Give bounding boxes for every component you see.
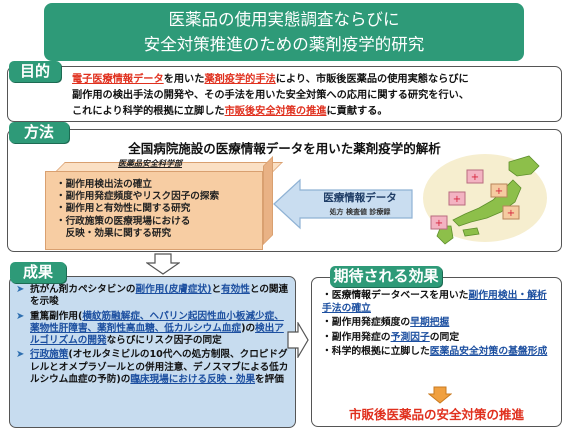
purpose-line-3: これにより科学的根拠に立脚した市販後安全対策の推進に貢献する。 <box>72 104 553 120</box>
effect-highlight: 予測因子 <box>390 331 430 343</box>
hospital-icon: + <box>430 215 448 230</box>
effect-conclusion: 市販後医薬品の安全対策の推進 <box>348 407 524 422</box>
purpose-line-2: 副作用の検出手法の開発や、その手法を用いた安全対策への応用に関する研究を行い、 <box>72 90 470 101</box>
title-line-2: 安全対策推進のための薬剤疫学的研究 <box>143 35 425 54</box>
purpose-text-d: に貢献する。 <box>326 106 388 117</box>
effect-text: ・副作用発症頻度の <box>322 317 411 328</box>
results-tag: 成果 <box>10 262 66 283</box>
effects-box: ・医療情報データベースを用いた副作用検出・解析手法の確立 ・副作用発症頻度の早期… <box>311 277 562 427</box>
result-text: (オセルタミビルの10代への処方制限、クロピドグレルとオメプラゾールとの併用注意… <box>30 349 289 386</box>
purpose-postmarketing: 市販後安全対策の推進 <box>224 106 327 117</box>
department-label: 医薬品安全科学部 <box>118 159 182 168</box>
result-item: ➤ 重篤副作用(横紋筋融解症、ヘパリン起因性血小板減少症、薬物性肝障害、薬剤性高… <box>16 311 289 348</box>
purpose-text-c: これにより科学的根拠に立脚した <box>72 106 225 117</box>
hospital-icon: + <box>448 191 466 206</box>
purpose-text-a: を用いた <box>163 74 205 85</box>
result-text: と <box>211 284 222 295</box>
result-highlight: 行政施策 <box>30 349 69 361</box>
down-arrow-icon <box>146 253 180 275</box>
medical-data-title: 医療情報データ <box>323 192 397 204</box>
svg-text:+: + <box>453 194 461 205</box>
method-tag: 方法 <box>9 122 69 143</box>
department-task-list: ・副作用検出法の確立 ・副作用発症頻度やリスク因子の探索 ・副作用と有効性に関す… <box>56 179 219 240</box>
arrow-bullet-icon: ➤ <box>16 310 25 322</box>
task-item: ・副作用と有効性に関する研究 <box>56 203 191 215</box>
purpose-pharmacoepi: 薬剤疫学的手法 <box>204 74 276 85</box>
arrow-bullet-icon: ➤ <box>16 284 25 295</box>
task-item: ・副作用検出法の確立 <box>56 179 152 190</box>
result-text: )の <box>241 322 256 334</box>
medical-data-label: 医療情報データ 処方 検査値 診療録 <box>310 190 410 217</box>
hospital-icon: + <box>502 205 520 220</box>
svg-text:+: + <box>507 208 515 219</box>
task-item: 反映・効果に関する研究 <box>56 227 172 239</box>
effect-text: ・副作用発症の <box>322 331 391 343</box>
svg-text:+: + <box>435 218 443 229</box>
effects-tag: 期待される効果 <box>330 266 442 287</box>
result-highlight: 検出アルゴリズムの開発 <box>30 322 284 347</box>
purpose-tag: 目的 <box>9 61 61 82</box>
result-text: を評価 <box>255 374 284 386</box>
title-line-1: 医薬品の使用実態調査ならびに <box>168 10 400 29</box>
data-flow-arrow <box>273 178 413 230</box>
effect-text: の同定 <box>429 331 460 343</box>
effect-highlight: 早期把握 <box>410 317 450 328</box>
right-arrow-icon <box>287 322 309 358</box>
effect-item: ・副作用発症の予測因子の同定 <box>322 332 555 345</box>
japan-map-graphic: + + + + + <box>423 154 547 245</box>
department-cube <box>45 171 263 250</box>
effect-item: ・科学的根拠に立脚した医薬品安全対策の基盤形成 <box>322 346 555 359</box>
purpose-box: 電子医療情報データを用いた薬剤疫学的手法により、市販後医薬品の使用実態ならびに … <box>7 66 562 122</box>
effect-item: ・医療情報データベースを用いた副作用検出・解析手法の確立 <box>322 290 555 315</box>
arrow-bullet-icon: ➤ <box>16 349 25 361</box>
result-highlight: 副作用(皮膚症状) <box>135 284 212 295</box>
method-heading: 全国病院施設の医療情報データを用いた薬剤疫学的解析 <box>128 141 441 156</box>
results-box: ➤ 抗がん剤カペシタビンの副作用(皮膚症状)と有効性との関連を示唆 ➤ 重篤副作… <box>9 276 296 428</box>
hospital-icon: + <box>466 169 484 184</box>
task-item: ・副作用発症頻度やリスク因子の探索 <box>56 191 220 203</box>
result-highlight: 有効性 <box>221 284 250 295</box>
hospital-icon: + <box>490 183 508 198</box>
title-banner: 医薬品の使用実態調査ならびに 安全対策推進のための薬剤疫学的研究 <box>44 3 524 61</box>
result-highlight: 臨床現場における反映・効果 <box>130 374 256 386</box>
effect-highlight: 副作用検出・解析手法の確立 <box>322 290 547 314</box>
effect-text: ・科学的根拠に立脚した <box>322 346 430 357</box>
svg-text:+: + <box>471 172 479 183</box>
purpose-line-1: 電子医療情報データを用いた薬剤疫学的手法により、市販後医薬品の使用実態ならびに <box>72 72 553 88</box>
purpose-text-b: により、市販後医薬品の使用実態ならびに <box>275 74 469 85</box>
effect-down-arrow-icon <box>428 386 452 404</box>
result-text: 重篤副作用( <box>30 310 83 322</box>
result-highlight: 横紋筋融解症、ヘパリン起因性血小板減少症、薬物性肝障害、薬剤性高血糖、低カルシウ… <box>30 310 284 334</box>
result-text: との関連を示唆 <box>30 284 289 308</box>
svg-text:+: + <box>495 186 503 197</box>
medical-data-sub: 処方 検査値 診療録 <box>329 208 391 216</box>
effect-highlight: 医薬品安全対策の基盤形成 <box>429 346 548 357</box>
japan-map: + + + + + <box>405 148 555 250</box>
result-text: ならびにリスク因子の同定 <box>106 335 222 347</box>
task-item: ・行政施策の医療現場における <box>56 215 191 227</box>
effect-text: ・医療情報データベースを用いた <box>322 290 469 301</box>
purpose-emr-data: 電子医療情報データ <box>72 74 164 85</box>
result-text: 抗がん剤カペシタビンの <box>30 284 136 295</box>
result-item: ➤ 行政施策(オセルタミビルの10代への処方制限、クロピドグレルとオメプラゾール… <box>16 349 289 386</box>
effect-item: ・副作用発症頻度の早期把握 <box>322 317 555 330</box>
result-item: ➤ 抗がん剤カペシタビンの副作用(皮膚症状)と有効性との関連を示唆 <box>16 284 289 309</box>
